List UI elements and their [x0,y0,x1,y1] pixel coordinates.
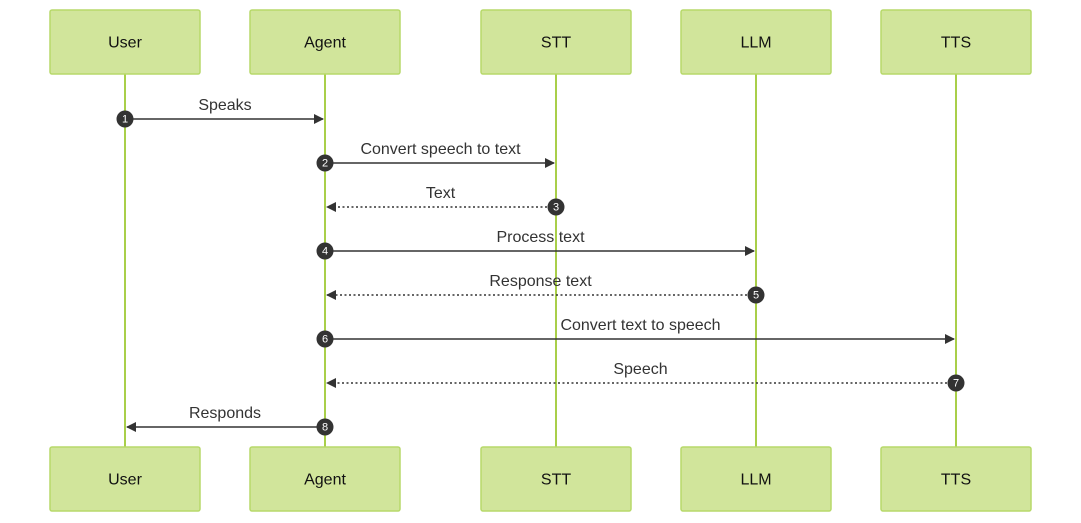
sequence-number: 2 [322,158,328,170]
sequence-number-badge [316,418,334,436]
actor-tts-top: TTS [880,9,1032,75]
actor-label-agent-top: Agent [304,35,346,52]
message-label-8: Responds [189,405,261,422]
actor-label-tts-bottom: TTS [941,472,971,489]
actors-bottom: User Agent STT LLM TTS [49,446,1032,512]
sequence-number-badge [316,154,334,172]
actor-label-llm-top: LLM [740,35,771,52]
actor-box-tts-top [880,9,1032,75]
sequence-number-badge [316,242,334,260]
actor-llm-bottom: LLM [680,446,832,512]
sequence-number: 3 [553,202,559,214]
message-2: Convert speech to text 2 [316,141,555,172]
lifelines [124,74,957,447]
actor-llm-top: LLM [680,9,832,75]
actor-box-user-top [49,9,201,75]
message-5: Response text 5 [326,273,765,304]
actor-box-user-bottom [49,446,201,512]
sequence-number-badge [547,198,565,216]
actor-box-stt-top [480,9,632,75]
actor-user-top: User [49,9,201,75]
message-1: Speaks 1 [116,97,324,128]
message-label-1: Speaks [198,97,251,114]
message-7: Speech 7 [326,361,965,392]
sequence-number: 5 [753,290,759,302]
message-6: Convert text to speech 6 [316,317,955,348]
message-label-3: Text [426,185,456,202]
actor-box-tts-bottom [880,446,1032,512]
sequence-number: 1 [122,114,128,126]
actor-box-llm-bottom [680,446,832,512]
actor-box-llm-top [680,9,832,75]
message-label-2: Convert speech to text [360,141,521,158]
actor-label-user-top: User [108,35,142,52]
sequence-number-badge [116,110,134,128]
actor-stt-top: STT [480,9,632,75]
message-3: Text 3 [326,185,565,216]
actor-label-stt-top: STT [541,35,571,52]
sequence-number: 7 [953,378,959,390]
message-label-4: Process text [496,229,585,246]
message-label-7: Speech [613,361,667,378]
actor-agent-top: Agent [249,9,401,75]
sequence-number: 8 [322,422,328,434]
actor-label-stt-bottom: STT [541,472,571,489]
message-4: Process text 4 [316,229,755,260]
actor-box-agent-top [249,9,401,75]
sequence-number: 6 [322,334,328,346]
sequence-number-badge [316,330,334,348]
message-8: Responds 8 [126,405,334,436]
actor-label-agent-bottom: Agent [304,472,346,489]
message-label-5: Response text [489,273,592,290]
message-label-6: Convert text to speech [560,317,720,334]
actor-tts-bottom: TTS [880,446,1032,512]
actor-label-llm-bottom: LLM [740,472,771,489]
actor-agent-bottom: Agent [249,446,401,512]
actor-label-user-bottom: User [108,472,142,489]
actors-top: User Agent STT LLM TTS [49,9,1032,75]
sequence-number-badge [747,286,765,304]
actor-user-bottom: User [49,446,201,512]
actor-label-tts-top: TTS [941,35,971,52]
actor-stt-bottom: STT [480,446,632,512]
sequence-number: 4 [322,246,328,258]
sequence-number-badge [947,374,965,392]
actor-box-agent-bottom [249,446,401,512]
actor-box-stt-bottom [480,446,632,512]
